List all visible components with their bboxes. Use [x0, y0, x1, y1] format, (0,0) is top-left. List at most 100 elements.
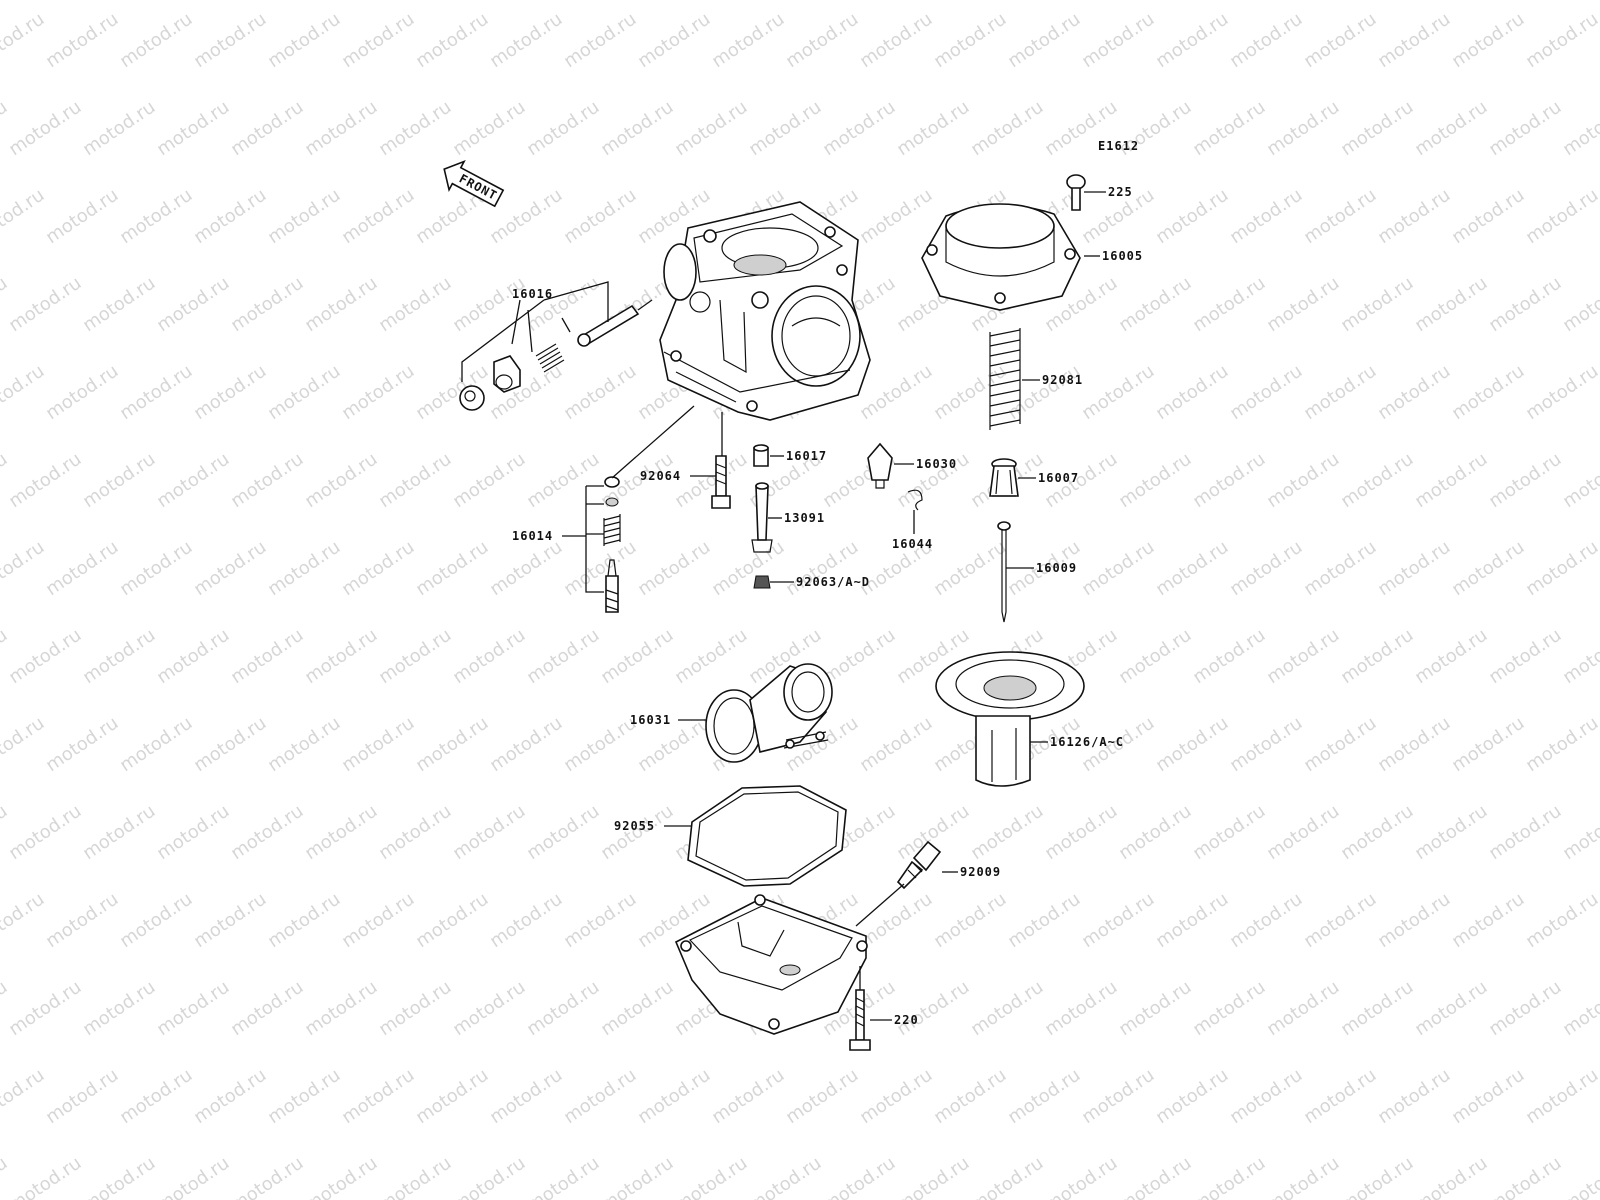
- part-92064-plug: [711, 455, 731, 509]
- watermark-text: motod.ru: [523, 97, 603, 161]
- part-16009-jet-needle: [997, 521, 1011, 623]
- watermark-text: motod.ru: [0, 1065, 48, 1129]
- watermark-text: motod.ru: [967, 97, 1047, 161]
- watermark-text: motod.ru: [856, 1065, 936, 1129]
- watermark-text: motod.ru: [116, 1065, 196, 1129]
- watermark-text: motod.ru: [264, 185, 344, 249]
- watermark-text: motod.ru: [190, 185, 270, 249]
- part-16016-assembly: [459, 299, 653, 411]
- watermark-text: motod.ru: [42, 9, 122, 73]
- part-16005-top-cover: [921, 203, 1081, 311]
- watermark-text: motod.ru: [375, 977, 455, 1041]
- watermark-text: motod.ru: [930, 889, 1010, 953]
- watermark-text: motod.ru: [1374, 1065, 1454, 1129]
- watermark-text: motod.ru: [79, 97, 159, 161]
- watermark-text: motod.ru: [375, 801, 455, 865]
- watermark-text: motod.ru: [264, 9, 344, 73]
- watermark-text: motod.ru: [708, 1065, 788, 1129]
- watermark-text: motod.ru: [782, 1065, 862, 1129]
- watermark-text: motod.ru: [301, 1153, 381, 1200]
- float-bowl: [674, 894, 868, 1035]
- watermark-text: motod.ru: [1337, 625, 1417, 689]
- label-13091: 13091: [784, 511, 825, 525]
- watermark-text: motod.ru: [819, 1153, 899, 1200]
- label-92063: 92063/A~D: [796, 575, 870, 589]
- watermark-text: motod.ru: [1226, 1065, 1306, 1129]
- watermark-text: motod.ru: [1522, 361, 1600, 425]
- label-92064: 92064: [640, 469, 681, 483]
- watermark-text: motod.ru: [523, 977, 603, 1041]
- watermark-text: motod.ru: [264, 1065, 344, 1129]
- watermark-text: motod.ru: [375, 97, 455, 161]
- label-16005: 16005: [1102, 249, 1143, 263]
- watermark-text: motod.ru: [264, 361, 344, 425]
- watermark-text: motod.ru: [1189, 97, 1269, 161]
- watermark-text: motod.ru: [153, 97, 233, 161]
- watermark-text: motod.ru: [597, 1153, 677, 1200]
- watermark-text: motod.ru: [1115, 977, 1195, 1041]
- watermark-text: motod.ru: [634, 9, 714, 73]
- watermark-text: motod.ru: [1078, 1065, 1158, 1129]
- watermark-text: motod.ru: [1374, 185, 1454, 249]
- watermark-text: motod.ru: [0, 713, 48, 777]
- watermark-text: motod.ru: [1226, 185, 1306, 249]
- watermark-text: motod.ru: [1189, 1153, 1269, 1200]
- watermark-text: motod.ru: [1115, 273, 1195, 337]
- watermark-text: motod.ru: [42, 537, 122, 601]
- label-16014: 16014: [512, 529, 553, 543]
- watermark-text: motod.ru: [190, 889, 270, 953]
- label-16030: 16030: [916, 457, 957, 471]
- watermark-text: motod.ru: [153, 977, 233, 1041]
- watermark-text: motod.ru: [560, 185, 640, 249]
- part-92063-main-jet: [753, 575, 771, 589]
- watermark-text: motod.ru: [634, 537, 714, 601]
- watermark-text: motod.ru: [1004, 9, 1084, 73]
- watermark-text: motod.ru: [1263, 801, 1343, 865]
- watermark-text: motod.ru: [560, 537, 640, 601]
- watermark-text: motod.ru: [1337, 273, 1417, 337]
- watermark-text: motod.ru: [1485, 1153, 1565, 1200]
- watermark-text: motod.ru: [1559, 97, 1600, 161]
- watermark-text: motod.ru: [486, 9, 566, 73]
- watermark-text: motod.ru: [597, 97, 677, 161]
- part-13091-needle-jet: [751, 482, 773, 553]
- watermark-text: motod.ru: [1115, 625, 1195, 689]
- watermark-text: motod.ru: [1152, 185, 1232, 249]
- watermark-text: motod.ru: [301, 625, 381, 689]
- watermark-text: motod.ru: [0, 537, 48, 601]
- leader-lines: [461, 191, 1106, 1021]
- watermark-text: motod.ru: [1559, 273, 1600, 337]
- watermark-text: motod.ru: [782, 9, 862, 73]
- watermark-text: motod.ru: [1041, 801, 1121, 865]
- watermark-text: motod.ru: [190, 361, 270, 425]
- watermark-text: motod.ru: [1078, 9, 1158, 73]
- watermark-text: motod.ru: [1115, 801, 1195, 865]
- watermark-text: motod.ru: [1337, 1153, 1417, 1200]
- watermark-text: motod.ru: [375, 273, 455, 337]
- watermark-text: motod.ru: [227, 977, 307, 1041]
- watermark-text: motod.ru: [1411, 449, 1491, 513]
- label-92009: 92009: [960, 865, 1001, 879]
- watermark-text: motod.ru: [1189, 801, 1269, 865]
- label-16126: 16126/A~C: [1050, 735, 1124, 749]
- watermark-text: motod.ru: [227, 97, 307, 161]
- watermark-text: motod.ru: [42, 185, 122, 249]
- label-92081: 92081: [1042, 373, 1083, 387]
- watermark-text: motod.ru: [227, 801, 307, 865]
- watermark-text: motod.ru: [1411, 625, 1491, 689]
- watermark-text: motod.ru: [856, 9, 936, 73]
- watermark-text: motod.ru: [153, 625, 233, 689]
- watermark-text: motod.ru: [42, 1065, 122, 1129]
- watermark-text: motod.ru: [1226, 889, 1306, 953]
- watermark-text: motod.ru: [1559, 1153, 1600, 1200]
- watermark-text: motod.ru: [1152, 537, 1232, 601]
- watermark-text: motod.ru: [1522, 889, 1600, 953]
- carburetor-body: [659, 201, 871, 421]
- watermark-text: motod.ru: [1337, 97, 1417, 161]
- watermark-text: motod.ru: [153, 1153, 233, 1200]
- watermark-text: motod.ru: [1189, 977, 1269, 1041]
- watermark-text: motod.ru: [301, 273, 381, 337]
- watermark-text: motod.ru: [153, 801, 233, 865]
- watermark-text: motod.ru: [0, 185, 48, 249]
- watermark-text: motod.ru: [819, 97, 899, 161]
